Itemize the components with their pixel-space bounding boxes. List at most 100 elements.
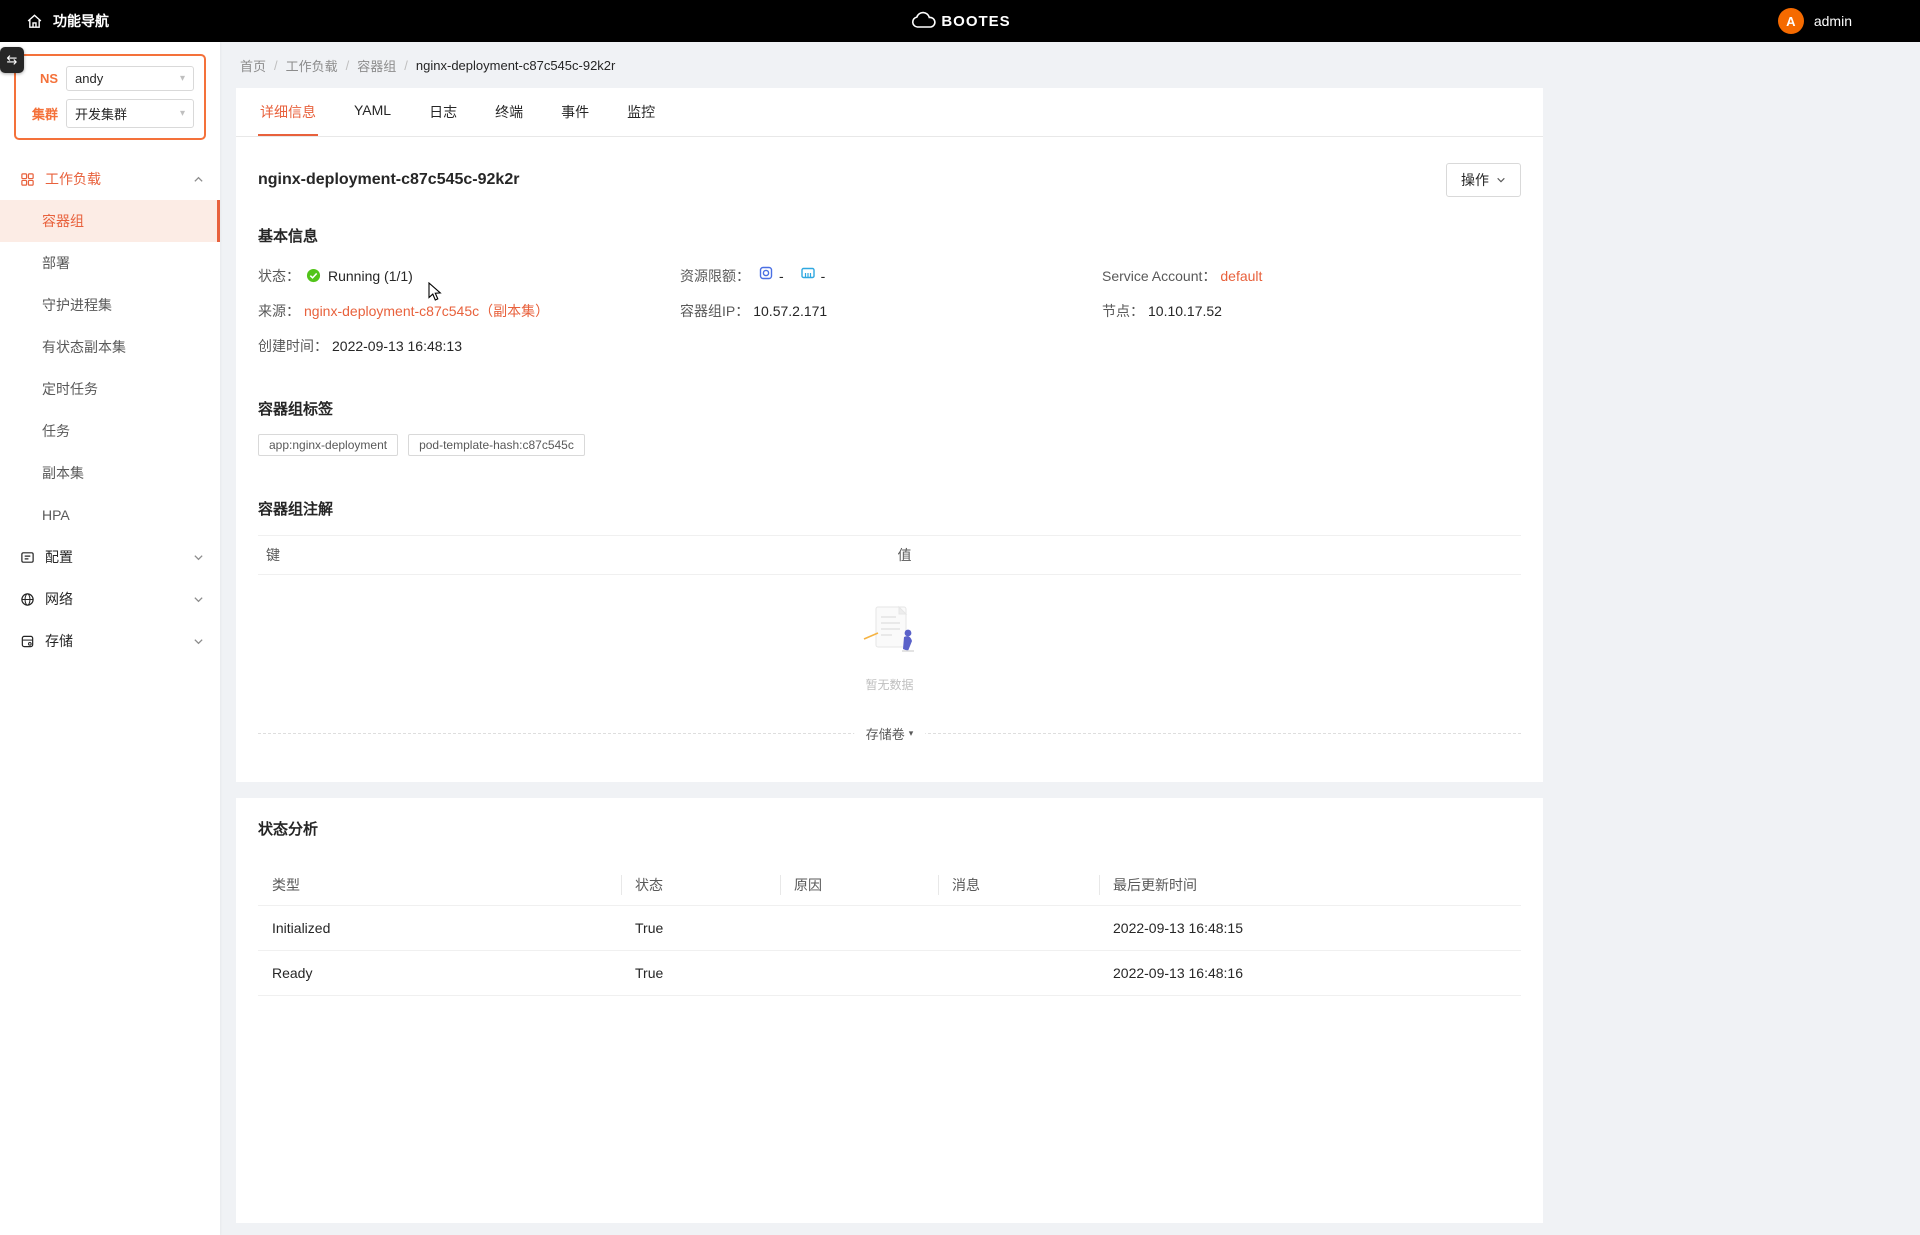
tab-logs[interactable]: 日志 [429, 104, 458, 120]
home-icon [26, 13, 43, 30]
breadcrumb-item-workloads[interactable]: 工作负载 [285, 58, 338, 74]
sidebar-item-jobs[interactable]: 任务 [0, 410, 220, 452]
cpu-quota-value: - [779, 267, 784, 284]
service-account-link[interactable]: default [1220, 267, 1263, 284]
cluster-label: 集群 [31, 107, 58, 122]
pod-ip-label: 容器组IP： [680, 303, 750, 319]
chevron-up-icon [193, 174, 204, 185]
chevron-down-icon: ▾ [179, 108, 185, 119]
status-analysis-table: 类型 状态 原因 消息 最后更新时间 Initialized True 2022… [258, 865, 1521, 996]
page-title: nginx-deployment-c87c545c-92k2r [258, 171, 520, 188]
sidebar-item-replicasets[interactable]: 副本集 [0, 452, 220, 494]
pod-labels-title: 容器组标签 [258, 401, 334, 418]
breadcrumb-item-current: nginx-deployment-c87c545c-92k2r [415, 57, 616, 73]
table-row: Ready True 2022-09-13 16:48:16 [258, 951, 1521, 996]
tab-details[interactable]: 详细信息 [258, 88, 318, 136]
cell-updated: 2022-09-13 16:48:16 [1113, 965, 1243, 981]
sidebar-group-network[interactable]: 网络 [0, 578, 220, 620]
tab-events[interactable]: 事件 [561, 104, 590, 120]
collapse-arrows-icon: ⇆ [6, 52, 18, 67]
breadcrumb-separator: / [274, 57, 278, 73]
user-name: admin [1813, 13, 1852, 29]
sidebar-item-pods[interactable]: 容器组 [0, 200, 220, 242]
user-menu[interactable]: A admin [1777, 8, 1852, 34]
nav-menu-trigger[interactable]: 功能导航 [26, 11, 109, 31]
empty-state-illustration [852, 603, 928, 668]
detail-body: nginx-deployment-c87c545c-92k2r 操作 基本信息 [236, 137, 1543, 743]
sidebar-collapse-toggle[interactable]: ⇆ [0, 47, 24, 73]
node-value: 10.10.17.52 [1148, 303, 1222, 319]
chevron-down-icon [1496, 172, 1506, 188]
tab-monitoring[interactable]: 监控 [627, 104, 656, 120]
volumes-toggle[interactable]: 存储卷 ▾ [853, 724, 926, 743]
memory-quota-value: - [820, 267, 826, 284]
table-row: Initialized True 2022-09-13 16:48:15 [258, 906, 1521, 951]
sidebar-item-label: 有状态副本集 [42, 339, 126, 355]
node-field: 节点： 10.10.17.52 [1102, 301, 1521, 321]
tab-terminal[interactable]: 终端 [495, 104, 524, 120]
quota-field: 资源限额： - [680, 265, 1102, 286]
cell-reason [780, 951, 938, 995]
column-header-status: 状态 [621, 865, 780, 905]
breadcrumb-separator: / [345, 57, 350, 73]
cell-message [938, 951, 1099, 995]
sidebar: ⇆ NS andy ▾ 集群 开发集群 ▾ 工作负载 [0, 42, 220, 1235]
cluster-value: 开发集群 [75, 107, 128, 122]
sidebar-item-cronjobs[interactable]: 定时任务 [0, 368, 220, 410]
sidebar-item-hpa[interactable]: HPA [0, 494, 220, 536]
tabbar: 详细信息 YAML 日志 终端 事件 监控 [236, 88, 1543, 137]
annotations-table: 键 值 [258, 535, 1521, 699]
column-header-type: 类型 [272, 877, 300, 893]
source-replicaset-link[interactable]: nginx-deployment-c87c545c（副本集） [304, 303, 550, 319]
namespace-select[interactable]: andy ▾ [66, 66, 194, 91]
empty-state: 暂无数据 [258, 575, 1521, 699]
sidebar-item-statefulsets[interactable]: 有状态副本集 [0, 326, 220, 368]
sidebar-group-config[interactable]: 配置 [0, 536, 220, 578]
chevron-down-icon [193, 636, 204, 647]
quota-label: 资源限额： [680, 267, 750, 284]
config-icon [20, 550, 35, 565]
pod-ip-field: 容器组IP： 10.57.2.171 [680, 301, 1102, 321]
cluster-row: 集群 开发集群 ▾ [26, 99, 194, 128]
cluster-select[interactable]: 开发集群 ▾ [66, 99, 194, 128]
sidebar-group-workloads[interactable]: 工作负载 [0, 158, 220, 200]
tab-yaml[interactable]: YAML [354, 102, 392, 118]
namespace-label: NS [39, 71, 58, 86]
cell-status: True [635, 920, 664, 936]
sidebar-group-storage[interactable]: 存储 [0, 620, 220, 662]
cell-status: True [635, 965, 664, 981]
title-row: nginx-deployment-c87c545c-92k2r 操作 [258, 137, 1521, 207]
sidebar-group-label: 网络 [45, 591, 73, 607]
network-globe-icon [20, 592, 35, 607]
service-account-label: Service Account： [1102, 267, 1217, 284]
cell-message [938, 906, 1099, 950]
sidebar-item-deployments[interactable]: 部署 [0, 242, 220, 284]
avatar[interactable]: A [1777, 8, 1804, 34]
basic-info-grid: 状态： Running (1/1) 资源限额： [258, 265, 1521, 356]
cpu-quota: - [758, 265, 784, 286]
namespace-row: NS andy ▾ [26, 66, 194, 91]
sidebar-item-label: 部署 [42, 255, 70, 271]
created-label: 创建时间： [258, 338, 328, 354]
actions-button[interactable]: 操作 [1446, 163, 1521, 197]
annotations-key-header: 键 [266, 547, 280, 563]
pod-annotations-title: 容器组注解 [258, 501, 334, 518]
content-column: 首页 / 工作负载 / 容器组 / nginx-deployment-c87c5… [236, 42, 1543, 1223]
status-value: Running (1/1) [328, 267, 413, 284]
sidebar-item-daemonsets[interactable]: 守护进程集 [0, 284, 220, 326]
nav-label: 功能导航 [53, 13, 109, 29]
node-label: 节点： [1102, 303, 1144, 319]
actions-button-label: 操作 [1461, 172, 1489, 188]
sidebar-group-label: 工作负载 [45, 171, 101, 187]
created-field: 创建时间： 2022-09-13 16:48:13 [258, 336, 680, 356]
service-account-field: Service Account： default [1102, 265, 1521, 286]
page-layout: ⇆ NS andy ▾ 集群 开发集群 ▾ 工作负载 [0, 42, 1920, 1235]
basic-info-title: 基本信息 [258, 228, 319, 245]
breadcrumb-separator: / [404, 57, 408, 73]
created-value: 2022-09-13 16:48:13 [332, 338, 462, 354]
label-tag: pod-template-hash:c87c545c [408, 434, 585, 456]
sidebar-item-label: HPA [42, 507, 70, 523]
cell-type: Ready [272, 965, 313, 981]
breadcrumb-item-home[interactable]: 首页 [240, 58, 267, 74]
breadcrumb-item-pods[interactable]: 容器组 [357, 58, 397, 74]
